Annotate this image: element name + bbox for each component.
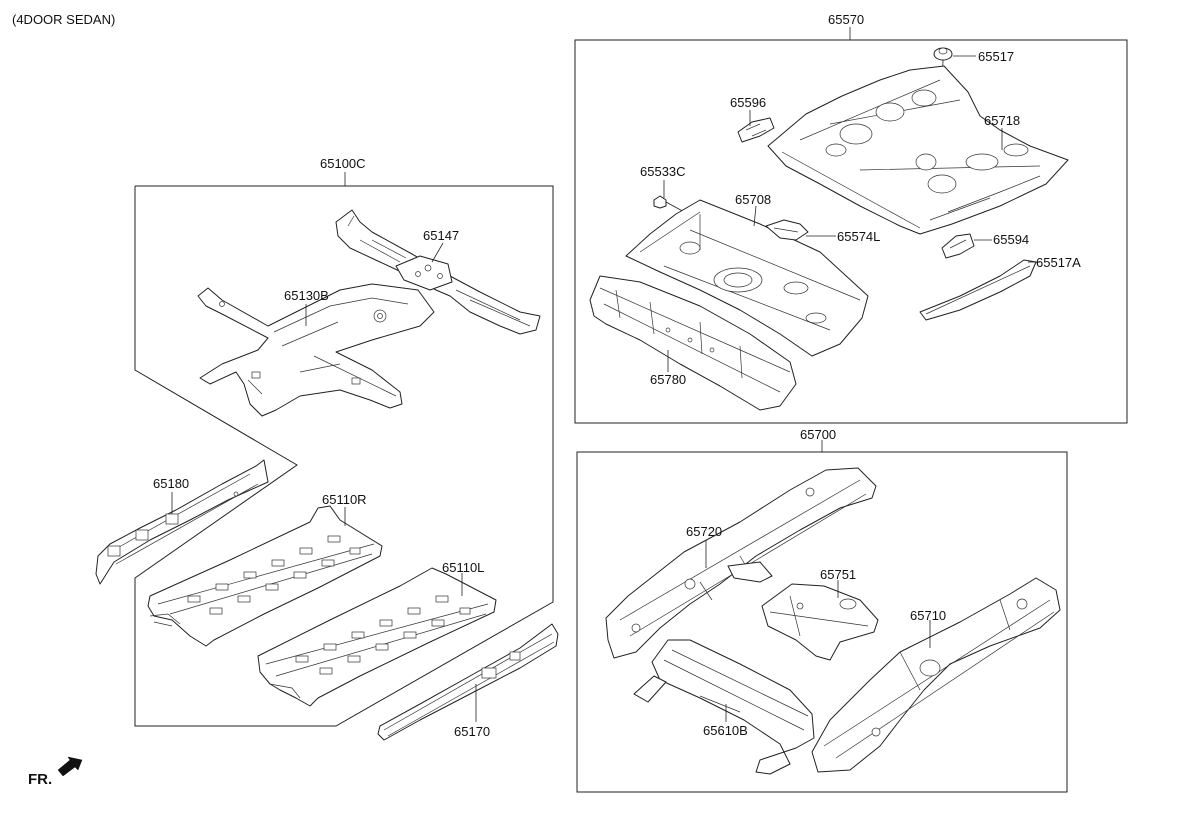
floor-assembly-group: 65100C bbox=[134, 156, 554, 727]
rear-floor-frame bbox=[574, 39, 1128, 424]
part-label-65517: 65517 bbox=[978, 49, 1014, 64]
variant-header: (4DOOR SEDAN) bbox=[12, 12, 115, 27]
part-label-65751: 65751 bbox=[820, 567, 856, 582]
part-65720: 65720 bbox=[605, 467, 877, 659]
part-65718: 65718 bbox=[767, 65, 1069, 235]
part-65574L: 65574L bbox=[765, 219, 880, 244]
part-65110R: 65110R bbox=[147, 492, 383, 647]
part-65596: 65596 bbox=[730, 95, 775, 143]
part-label-65574L: 65574L bbox=[837, 229, 880, 244]
front-direction-label: FR. bbox=[28, 771, 52, 788]
part-65751: 65751 bbox=[761, 567, 879, 661]
part-label-65180: 65180 bbox=[153, 476, 189, 491]
part-65710: 65710 bbox=[811, 577, 1061, 773]
group-label-65700: 65700 bbox=[800, 427, 836, 442]
part-label-65110L: 65110L bbox=[442, 560, 484, 575]
part-label-65130B: 65130B bbox=[284, 288, 329, 303]
part-65170: 65170 bbox=[377, 623, 559, 741]
part-label-65610B: 65610B bbox=[703, 723, 748, 738]
part-label-65710: 65710 bbox=[910, 608, 946, 623]
part-65517A: 65517A bbox=[919, 255, 1081, 321]
part-label-65594: 65594 bbox=[993, 232, 1029, 247]
part-65110L: 65110L bbox=[257, 560, 497, 707]
part-label-65720: 65720 bbox=[686, 524, 722, 539]
part-65594: 65594 bbox=[941, 232, 1029, 259]
part-label-65596: 65596 bbox=[730, 95, 766, 110]
part-label-65718: 65718 bbox=[984, 113, 1020, 128]
part-label-65517A: 65517A bbox=[1036, 255, 1081, 270]
part-65147: 65147 bbox=[335, 209, 541, 335]
part-65610B: 65610B bbox=[633, 639, 815, 775]
front-direction-indicator: FR. bbox=[28, 756, 83, 788]
rear-member-group: 65700 bbox=[576, 427, 1068, 793]
part-label-65170: 65170 bbox=[454, 724, 490, 739]
group-label-65570: 65570 bbox=[828, 12, 864, 27]
part-65130B: 65130B bbox=[197, 283, 435, 417]
part-65533C: 65533C bbox=[640, 164, 689, 215]
rear-floor-group: 65570 bbox=[574, 12, 1128, 424]
part-label-65780: 65780 bbox=[650, 372, 686, 387]
front-arrow-icon bbox=[57, 756, 83, 777]
part-label-65110R: 65110R bbox=[322, 492, 367, 507]
part-65708: 65708 bbox=[625, 192, 869, 357]
group-label-65100C: 65100C bbox=[320, 156, 366, 171]
part-65780: 65780 bbox=[589, 275, 797, 411]
part-label-65147: 65147 bbox=[423, 228, 459, 243]
part-65180: 65180 bbox=[95, 459, 269, 585]
part-label-65708: 65708 bbox=[735, 192, 771, 207]
part-label-65533C: 65533C bbox=[640, 164, 686, 179]
floor-assembly-frame bbox=[134, 185, 554, 727]
